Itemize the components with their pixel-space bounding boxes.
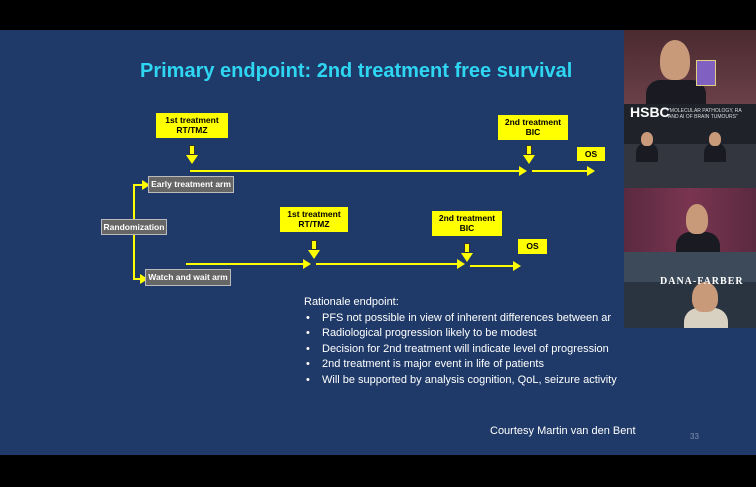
background-sign [624,252,756,282]
timeline-line [190,170,520,172]
connector-vertical [133,185,135,219]
list-item: PFS not possible in view of inherent dif… [304,311,624,327]
person-face [686,204,708,234]
early-first-treatment-box: 1st treatment RT/TMZ [156,113,228,138]
page-number: 33 [690,432,699,441]
arrow-down-icon [461,243,473,263]
treatment-label: RT/TMZ [298,219,330,229]
video-tile-participant[interactable] [624,252,756,328]
person-silhouette [676,232,720,252]
list-item: Radiological progression likely to be mo… [304,326,624,342]
early-os-box: OS [577,147,605,161]
rationale-heading: Rationale endpoint: [304,296,399,308]
arrow-right-icon [519,166,527,176]
list-item: Decision for 2nd treatment will indicate… [304,342,624,358]
video-tile-participant[interactable] [624,188,756,252]
watch-os-box: OS [518,239,547,254]
treatment-label: 1st treatment [287,209,341,219]
treatment-label: 2nd treatment [438,213,496,223]
stage-banner: "MOLECULAR PATHOLOGY, RA AND AI OF BRAIN… [668,108,742,120]
arrow-right-icon [142,180,150,190]
list-item: 2nd treatment is major event in life of … [304,357,624,373]
person-face [660,40,690,80]
rationale-list: PFS not possible in view of inherent dif… [304,311,624,389]
arrow-down-icon [523,145,535,165]
slide-title: Primary endpoint: 2nd treatment free sur… [140,60,573,82]
list-item: Will be supported by analysis cognition,… [304,373,624,389]
arrow-right-icon [140,274,148,284]
connector [133,278,141,280]
treatment-label: BIC [459,223,475,233]
arrow-right-icon [303,259,311,269]
treatment-label: RT/TMZ [176,125,208,135]
award-badge-icon [696,60,716,86]
arrow-right-icon [587,166,595,176]
timeline-line [186,263,304,265]
stage-brand-logo: HSBC [630,104,670,120]
courtesy-text: Courtesy Martin van den Bent [490,425,636,437]
video-tile-speaker[interactable] [624,30,756,104]
timeline-line [316,263,458,265]
arrow-right-icon [513,261,521,271]
person-face [692,282,718,312]
person-face [641,132,653,146]
timeline-line [532,170,588,172]
treatment-label: 2nd treatment [504,117,562,127]
institute-sign: DANA-FARBER [660,276,744,287]
watch-arm-box: Watch and wait arm [145,269,231,286]
rationale-section: Rationale endpoint: PFS not possible in … [304,295,624,388]
treatment-label: BIC [525,127,541,137]
person-silhouette [636,142,658,162]
early-second-treatment-box: 2nd treatment BIC [498,115,568,140]
person-silhouette [704,142,726,162]
arrow-down-icon [186,145,198,165]
connector [133,184,143,186]
timeline-line [470,265,514,267]
arrow-right-icon [457,259,465,269]
person-face [709,132,721,146]
video-tile-stage[interactable] [624,104,756,188]
connector-vertical [133,235,135,279]
person-silhouette [684,308,728,328]
randomization-box: Randomization [101,219,167,235]
early-arm-box: Early treatment arm [148,176,234,193]
watch-first-treatment-box: 1st treatment RT/TMZ [280,207,348,232]
watch-second-treatment-box: 2nd treatment BIC [432,211,502,236]
arrow-down-icon [308,240,320,260]
treatment-label: 1st treatment [165,115,219,125]
